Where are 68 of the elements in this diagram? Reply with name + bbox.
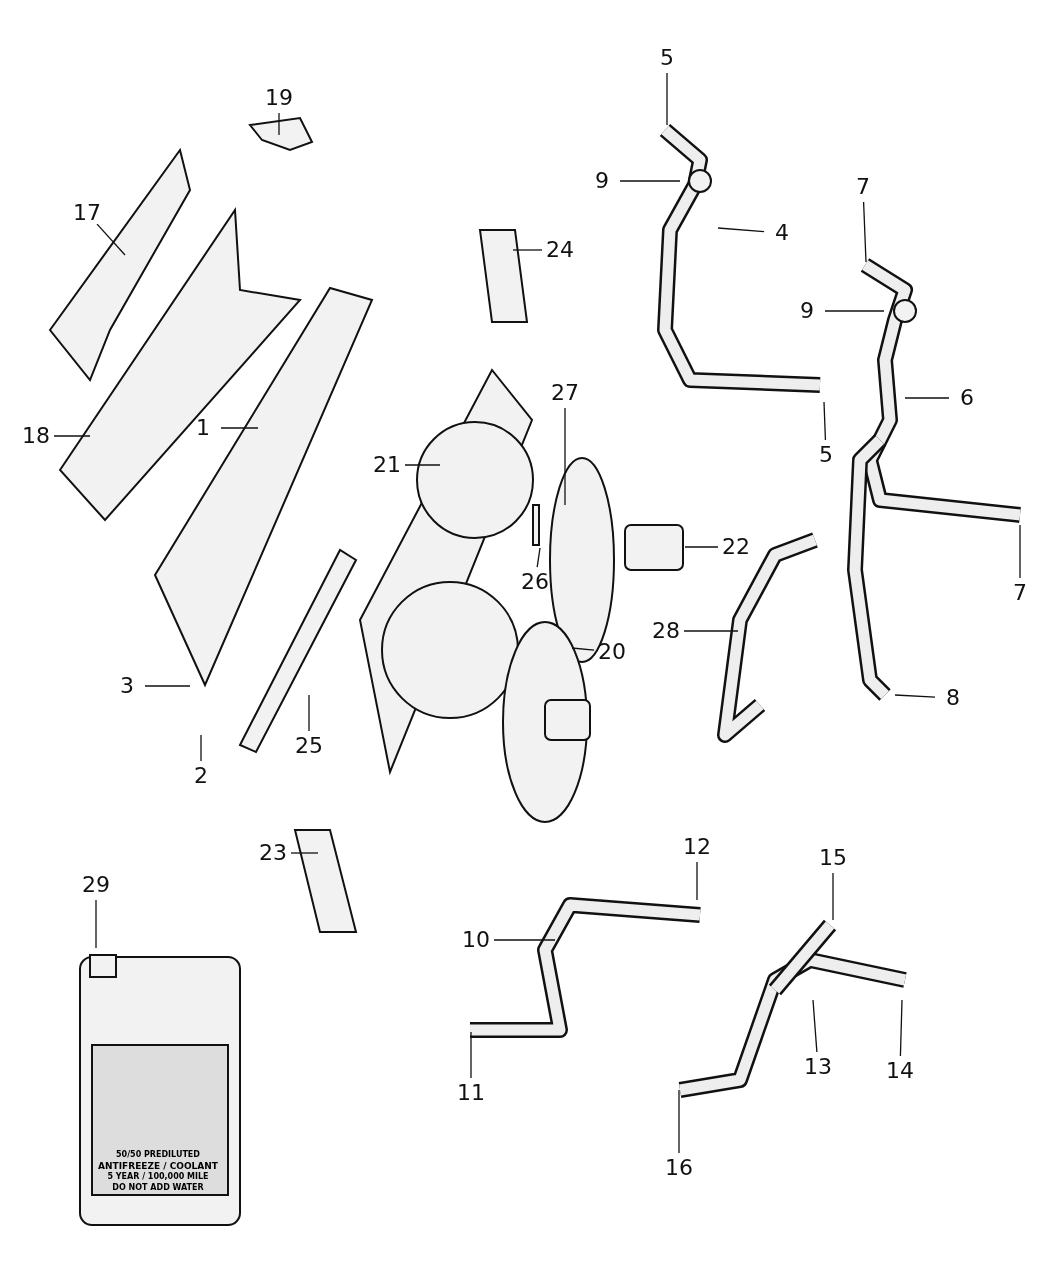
callout-number: 11 — [457, 1081, 485, 1105]
callout-number: 22 — [722, 535, 750, 559]
leader-line — [1019, 524, 1021, 579]
leader-line — [812, 999, 818, 1053]
callout-number: 20 — [598, 640, 626, 664]
jug-label-text: 5 YEAR / 100,000 MILE — [106, 1172, 210, 1182]
leader-line — [512, 249, 543, 251]
callout-number: 14 — [886, 1059, 914, 1083]
leader-line — [683, 630, 739, 632]
leader-line — [53, 435, 91, 437]
leader-line — [278, 112, 280, 136]
callout-number: 7 — [856, 175, 870, 199]
leader-line — [684, 546, 719, 548]
jug-label-text: DO NOT ADD WATER — [111, 1183, 205, 1193]
callout-number: 19 — [265, 86, 293, 110]
leader-line — [894, 694, 936, 698]
callout-number: 16 — [665, 1156, 693, 1180]
callout-number: 28 — [652, 619, 680, 643]
callout-number: 29 — [82, 873, 110, 897]
callout-number: 25 — [295, 734, 323, 758]
leader-line — [290, 852, 319, 854]
jug-label-text: ANTIFREEZE / COOLANT — [97, 1161, 219, 1171]
callout-number: 5 — [660, 46, 674, 70]
leader-line — [696, 861, 698, 901]
leader-line — [404, 464, 441, 466]
callout-number: 17 — [73, 201, 101, 225]
leader-line — [619, 180, 681, 182]
callout-number: 15 — [819, 846, 847, 870]
leader-line — [904, 397, 950, 399]
leader-line — [832, 872, 834, 921]
callout-number: 18 — [22, 424, 50, 448]
callout-number: 4 — [775, 221, 789, 245]
leader-line — [96, 223, 126, 256]
callout-number: 5 — [819, 443, 833, 467]
callout-number: 1 — [196, 416, 210, 440]
callout-number: 23 — [259, 841, 287, 865]
callout-number: 13 — [804, 1055, 832, 1079]
callout-number: 10 — [462, 928, 490, 952]
callout-number: 2 — [194, 764, 208, 788]
callout-number: 27 — [551, 381, 579, 405]
callout-number: 21 — [373, 453, 401, 477]
leader-line — [200, 734, 202, 762]
callout-number: 3 — [120, 674, 134, 698]
callout-number: 7 — [1013, 581, 1027, 605]
leader-line — [717, 227, 765, 233]
callout-number: 8 — [946, 686, 960, 710]
leader-line — [571, 647, 595, 651]
callout-number: 24 — [546, 238, 574, 262]
leader-line — [493, 939, 556, 941]
callout-number: 9 — [800, 299, 814, 323]
leader-line — [678, 1089, 680, 1154]
callout-number: 9 — [595, 169, 609, 193]
callout-number: 6 — [960, 386, 974, 410]
leader-line — [666, 72, 668, 126]
leader-line — [536, 547, 541, 568]
leader-line — [308, 694, 310, 732]
jug-label-text: 50/50 PREDILUTED — [115, 1150, 201, 1160]
leader-line — [862, 201, 867, 263]
leader-line — [823, 401, 827, 441]
leader-line — [564, 407, 566, 506]
callout-number: 12 — [683, 835, 711, 859]
leader-line — [899, 999, 903, 1057]
leader-line — [824, 310, 885, 312]
callout-number: 26 — [521, 570, 549, 594]
leader-line — [95, 899, 97, 949]
leader-line — [470, 1031, 472, 1079]
leader-line — [220, 427, 259, 429]
leader-line — [144, 685, 191, 687]
